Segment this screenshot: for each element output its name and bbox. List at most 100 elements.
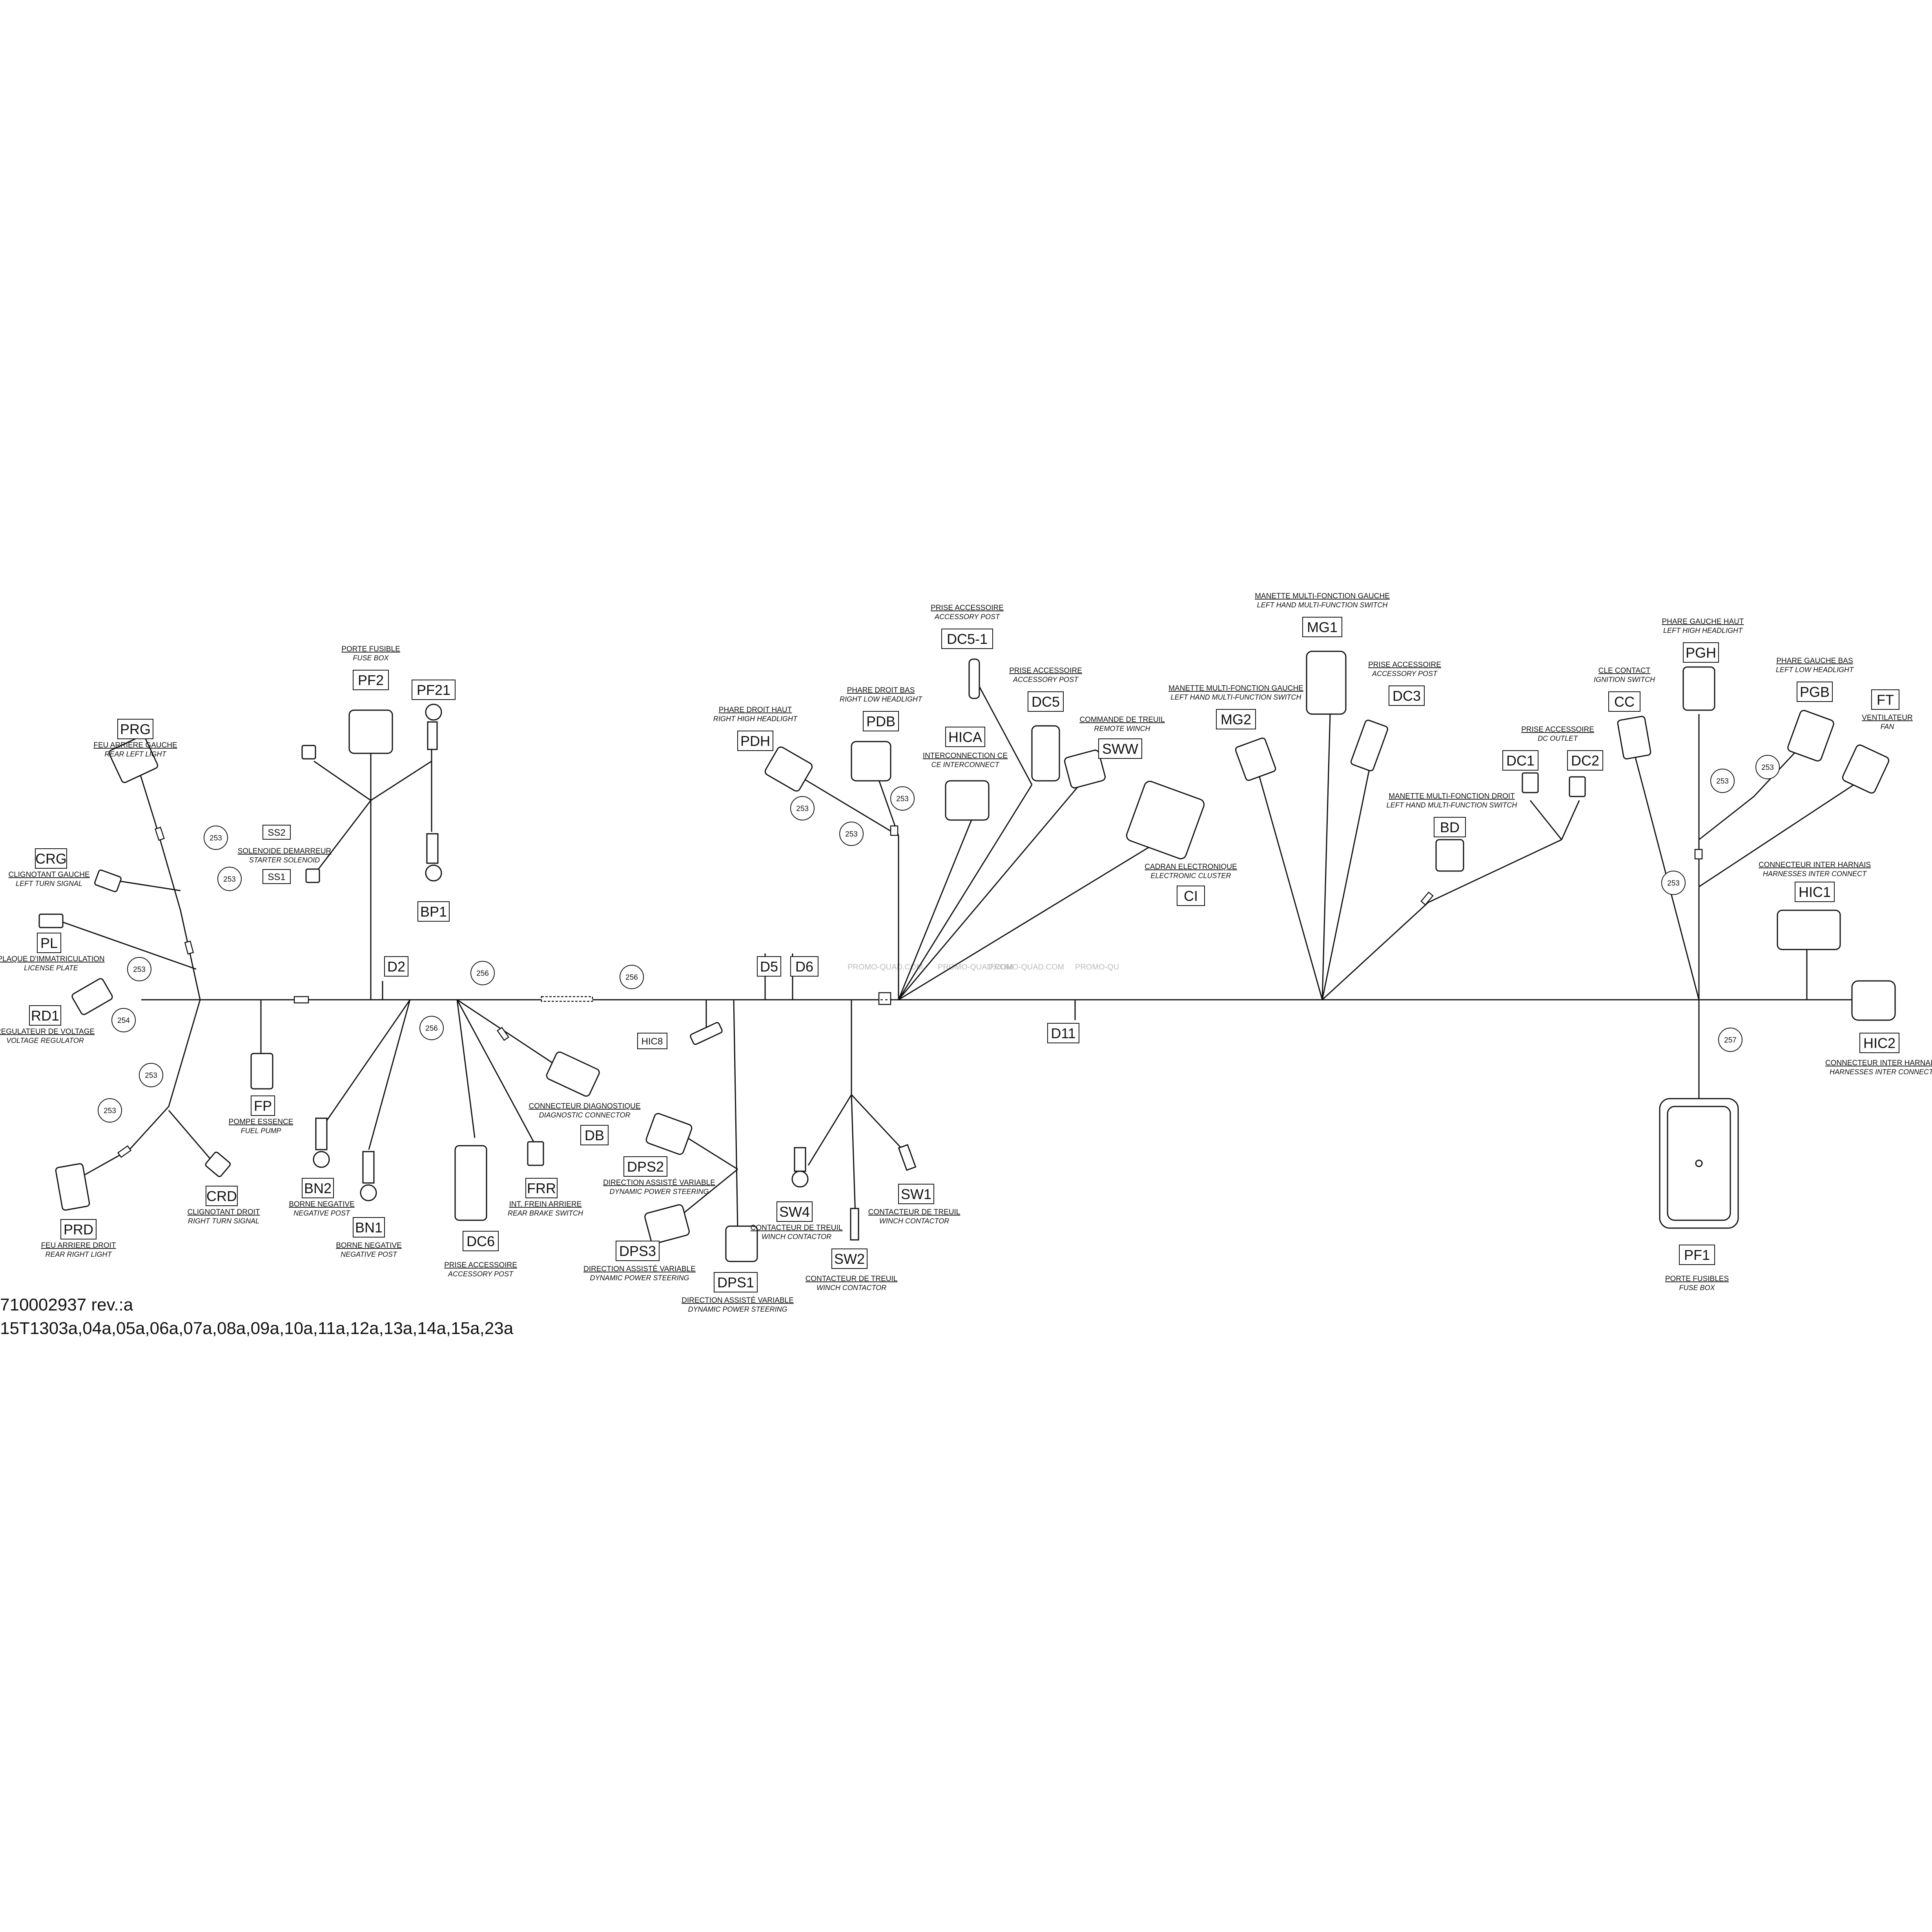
plug-icon-hic2 [1851,980,1896,1021]
connector-code-pgh: PGH [1686,645,1716,661]
label-fr-sw4: CONTACTEUR DE TREUIL [751,1224,843,1232]
terminal-icon-dc5-1 [968,658,980,699]
label-fr-dc6: PRISE ACCESSOIRE [444,1261,517,1269]
connector-code-fp: FP [254,1098,272,1114]
terminal-icon-pf21 [427,721,438,750]
label-en-dps2: DYNAMIC POWER STEERING [609,1188,709,1196]
wire-cc [1631,745,1700,1000]
code-box-bp1 [417,901,450,922]
code-box-bd [1434,817,1466,837]
plug-icon-pgb [1787,710,1834,762]
label-en-mg1: LEFT HAND MULTI-FUNCTION SWITCH [1257,601,1388,609]
label-en-ci: ELECTRONIC CLUSTER [1150,872,1231,880]
code-box-pf2 [353,670,389,690]
label-fr-rd1: REGULATEUR DE VOLTAGE [0,1028,95,1036]
label-en-sww: REMOTE WINCH [1094,725,1151,733]
connector-code-dc5: DC5 [1032,694,1060,710]
wire-pl [57,919,197,970]
wire-sw1 [851,1094,907,1154]
label-fr-dc5: PRISE ACCESSOIRE [1009,667,1082,675]
watermark-text: PROMO-QU [1075,963,1119,971]
label-fr-bn2: BORNE NEGATIVE [289,1200,355,1208]
connector-code-pgb: PGB [1800,684,1830,700]
callout-number: 253 [210,834,222,842]
plug-icon-pdh [764,746,813,792]
callout-number: 253 [104,1107,116,1115]
connector-code-sw4: SW4 [779,1204,810,1220]
connector-code-crd: CRD [206,1188,237,1204]
connector-code-bn1: BN1 [355,1219,383,1236]
label-en-bd: LEFT HAND MULTI-FUNCTION SWITCH [1387,801,1518,809]
connector-code-prg: PRG [120,721,151,737]
label-fr-crd: CLIGNOTANT DROIT [187,1208,260,1216]
label-fr-dc1: PRISE ACCESSOIRE [1521,725,1594,734]
wire-prg [137,765,201,1000]
wire-pf21 [370,760,432,801]
code-box-bn2 [302,1178,334,1198]
plug-icon-pdb [851,741,891,782]
wire-dc5-1 [972,674,1033,785]
code-box-d5 [757,956,781,977]
part-number: 710002937 rev.:a [0,1295,133,1314]
code-box-crd [206,1186,238,1206]
label-en-dc3: ACCESSORY POST [1372,670,1438,678]
code-box-dc3 [1389,685,1425,706]
ring-terminal-icon-pf21 [425,704,442,721]
plug-icon-fp [250,1053,273,1090]
label-fr-dc3: PRISE ACCESSOIRE [1368,661,1441,669]
code-box-d11 [1047,1023,1079,1043]
label-fr-pf2: PORTE FUSIBLE [341,645,400,653]
inline-fuse-icon [155,826,165,841]
callout-circle [98,1098,122,1123]
plug-icon-frr [527,1141,544,1166]
code-box-dc6 [463,1231,499,1251]
plug-icon-db [546,1051,600,1097]
connector-code-pf2: PF2 [358,672,384,688]
callout-numbers: 253 253 253 254 253 253 256 256 256 253 … [104,764,1774,1115]
callout-number: 253 [1716,777,1729,786]
plug-icon-dc2 [1569,776,1586,797]
callout-circle [1718,1028,1742,1052]
code-box-prd [60,1219,97,1239]
wire-bn2 [325,999,411,1123]
connector-code-rd1: RD1 [31,1008,59,1024]
wire-bn1 [368,999,411,1150]
connector-code-ci: CI [1184,888,1198,904]
callout-number: 253 [145,1072,157,1080]
ring-terminal-icon-bn1 [360,1184,377,1201]
callout-circle [1661,871,1686,895]
wiring-harness [57,674,1860,1228]
label-fr-sww: COMMANDE DE TREUIL [1079,716,1165,724]
code-box-d2 [384,956,408,977]
connector-icons [38,651,1896,1262]
label-fr-dps2: DIRECTION ASSISTÉ VARIABLE [603,1179,715,1187]
connector-code-hica: HICA [948,729,982,745]
plug-icon-crd [205,1152,231,1177]
wire-dc5 [898,784,1033,1000]
code-box-dps2 [623,1156,667,1177]
connector-code-dps2: DPS2 [627,1159,664,1175]
label-fr-dps3: DIRECTION ASSISTÉ VARIABLE [583,1265,696,1273]
wire-sw2 [851,1094,856,1217]
wire-crg [117,880,181,891]
callout-number: 254 [117,1017,130,1025]
wire-db [457,999,565,1072]
label-en-bn1: NEGATIVE POST [341,1250,398,1258]
plug-icon-prd [55,1163,90,1211]
label-en-db: DIAGNOSTIC CONNECTOR [539,1111,631,1119]
label-en-pf1: FUSE BOX [1679,1284,1715,1292]
plug-icon-crg [94,869,122,892]
wire-dps3 [674,1168,738,1221]
label-fr-prd: FEU ARRIERE DROIT [41,1241,116,1250]
connector-code-db: DB [585,1127,604,1143]
label-fr-dps1: DIRECTION ASSISTÉ VARIABLE [682,1296,794,1305]
ring-terminal-icon-bp1 [425,864,442,882]
connector-code-cc: CC [1614,694,1635,710]
plug-icon-hic8 [690,1022,723,1045]
label-en-cc: IGNITION SWITCH [1594,676,1655,683]
connector-code-crg: CRG [35,851,67,867]
code-box-pf1 [1679,1245,1715,1265]
wire-mg2 [1259,776,1323,1000]
label-en-dc1: DC OUTLET [1538,735,1578,742]
wire-ss1 [313,800,372,875]
